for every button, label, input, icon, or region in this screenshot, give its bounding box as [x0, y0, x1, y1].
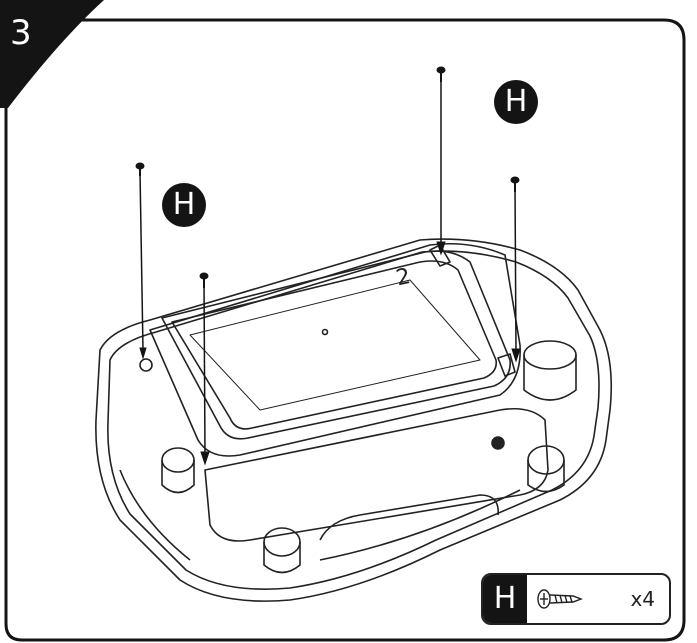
step-tab — [0, 0, 104, 108]
parts-legend: H x4 — [481, 573, 671, 625]
legend-part-letter: H — [483, 575, 527, 623]
screw-icon — [537, 589, 583, 609]
part-callout-left: H — [162, 183, 206, 227]
part-callout-right: H — [494, 80, 538, 124]
screw-left-rear — [135, 162, 147, 360]
screw-left-front — [199, 272, 210, 466]
screw-right-front — [510, 176, 521, 363]
step-number: 3 — [10, 13, 32, 53]
screw-right-rear — [436, 66, 446, 256]
device-illustration — [95, 238, 612, 602]
screws — [135, 66, 521, 466]
legend-quantity: x4 — [630, 587, 655, 611]
lid-number-label: 2 — [394, 264, 413, 291]
